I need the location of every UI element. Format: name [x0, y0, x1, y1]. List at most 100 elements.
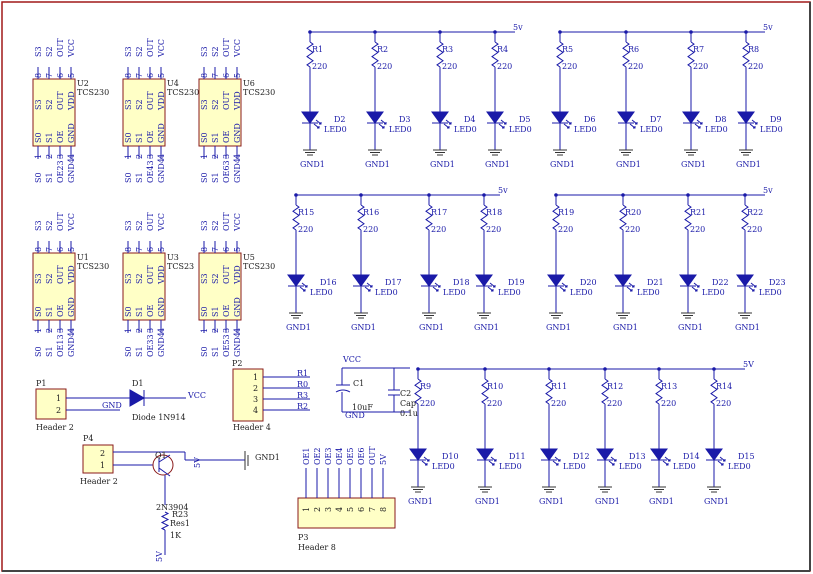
diode-ref: D22	[712, 278, 729, 287]
pin-number: 6	[56, 73, 65, 78]
pin-name: OUT	[146, 91, 155, 110]
p3-net: OE6	[357, 448, 366, 466]
diode-value: LED0	[443, 288, 466, 297]
light-rays-icon	[498, 119, 507, 129]
light-rays-icon	[563, 119, 572, 129]
pin-net-label: S0	[34, 172, 43, 183]
resistor-symbol	[687, 41, 695, 68]
led-icon	[737, 111, 755, 124]
transistor-icon	[152, 454, 174, 476]
supply-label: 5v	[513, 23, 523, 32]
pin-name: S0	[200, 306, 209, 317]
pin-name: GND	[67, 297, 76, 317]
diode-ref: D11	[509, 452, 526, 461]
ground-label: GND1	[550, 160, 575, 169]
pin-name: S1	[211, 132, 220, 143]
diode-value: LED0	[509, 125, 532, 134]
pin-number: 6	[222, 73, 231, 78]
resistor-value: 220	[748, 62, 763, 71]
c2-value: 0.1u	[400, 409, 418, 418]
pin-number: 5	[233, 73, 242, 78]
light-rays-icon	[694, 119, 703, 129]
diode-value: LED0	[498, 288, 521, 297]
ground-label: GND1	[485, 160, 510, 169]
pin-net-label: S1	[135, 346, 144, 357]
resistor-value: 220	[487, 399, 502, 408]
p1-net: GND	[102, 401, 122, 410]
diode-value: LED0	[728, 462, 751, 471]
pin-net-label: S0	[200, 346, 209, 357]
pin-name: OUT	[222, 91, 231, 110]
pin-number: 2	[135, 154, 144, 159]
pin-net-label: GND4	[157, 158, 166, 183]
pin-net-label: VCC	[67, 213, 76, 232]
ground-label: GND1	[616, 160, 641, 169]
pin-net-label: OUT	[56, 38, 65, 57]
q1-gnd: GND1	[255, 453, 280, 462]
pin-name: S0	[124, 132, 133, 143]
resistor-ref: R8	[748, 45, 759, 54]
pin-number: 3	[146, 154, 155, 159]
q1-net: 5V	[193, 457, 202, 468]
ground-label: GND1	[300, 160, 325, 169]
pin-name: S0	[200, 132, 209, 143]
resistor-ref: R20	[625, 208, 641, 217]
light-rays-icon	[364, 282, 373, 292]
pin-number: 1	[124, 328, 133, 333]
pin-name: GND	[157, 297, 166, 317]
pin-number: 5	[67, 247, 76, 252]
light-rays-icon	[378, 119, 387, 129]
diode-ref: D13	[629, 452, 646, 461]
pin-net-label: S2	[45, 46, 54, 57]
pin-number: 3	[222, 154, 231, 159]
led-icon	[475, 274, 493, 287]
pin-name: OUT	[222, 265, 231, 284]
diode-value: LED0	[673, 462, 696, 471]
p3-net: OE3	[324, 448, 333, 466]
light-rays-icon	[749, 119, 758, 129]
p2-net: R3	[297, 391, 308, 400]
p2-net: R2	[297, 402, 308, 411]
pin-net-label: S3	[34, 46, 43, 57]
resistor-symbol	[741, 204, 749, 231]
pin-number: 8	[124, 247, 133, 252]
p2-pin: 4	[253, 406, 258, 415]
pin-net-label: S1	[45, 346, 54, 357]
diode-ref: D21	[647, 278, 664, 287]
resistor-symbol	[414, 378, 422, 405]
pin-number: 4	[233, 154, 242, 159]
pin-number: 5	[233, 247, 242, 252]
pin-net-label: OUT	[222, 212, 231, 231]
pin-name: OE	[146, 130, 155, 143]
pin-name: S3	[124, 273, 133, 284]
pin-net-label: S1	[211, 346, 220, 357]
light-rays-icon	[748, 282, 757, 292]
resistor-value: 220	[628, 62, 643, 71]
led-icon	[596, 448, 614, 461]
header-p2	[232, 368, 264, 422]
pin-name: S1	[135, 132, 144, 143]
pin-net-label: GND4	[233, 158, 242, 183]
resistor-value: 220	[377, 62, 392, 71]
resistor-ref: R2	[377, 45, 388, 54]
resistor-ref: R5	[562, 45, 573, 54]
p4-ref: P4	[83, 434, 93, 443]
resistor-symbol	[160, 511, 170, 531]
ground-label: GND1	[735, 323, 760, 332]
resistor-symbol	[480, 204, 488, 231]
diode-value: LED0	[310, 288, 333, 297]
p2-net: R0	[297, 380, 308, 389]
p3-net: OE4	[335, 448, 344, 466]
ground-label: GND1	[546, 323, 571, 332]
header-p3	[297, 497, 396, 529]
ground-label: GND1	[365, 160, 390, 169]
pin-net-label: S1	[211, 172, 220, 183]
p3-pin: 1	[302, 507, 311, 512]
header-p1	[35, 388, 67, 420]
chip-body	[198, 252, 242, 321]
p1-ref: P1	[36, 379, 46, 388]
diode-ref: D2	[334, 115, 346, 124]
light-rays-icon	[313, 119, 322, 129]
resistor-symbol	[552, 204, 560, 231]
resistor-ref: R15	[298, 208, 314, 217]
